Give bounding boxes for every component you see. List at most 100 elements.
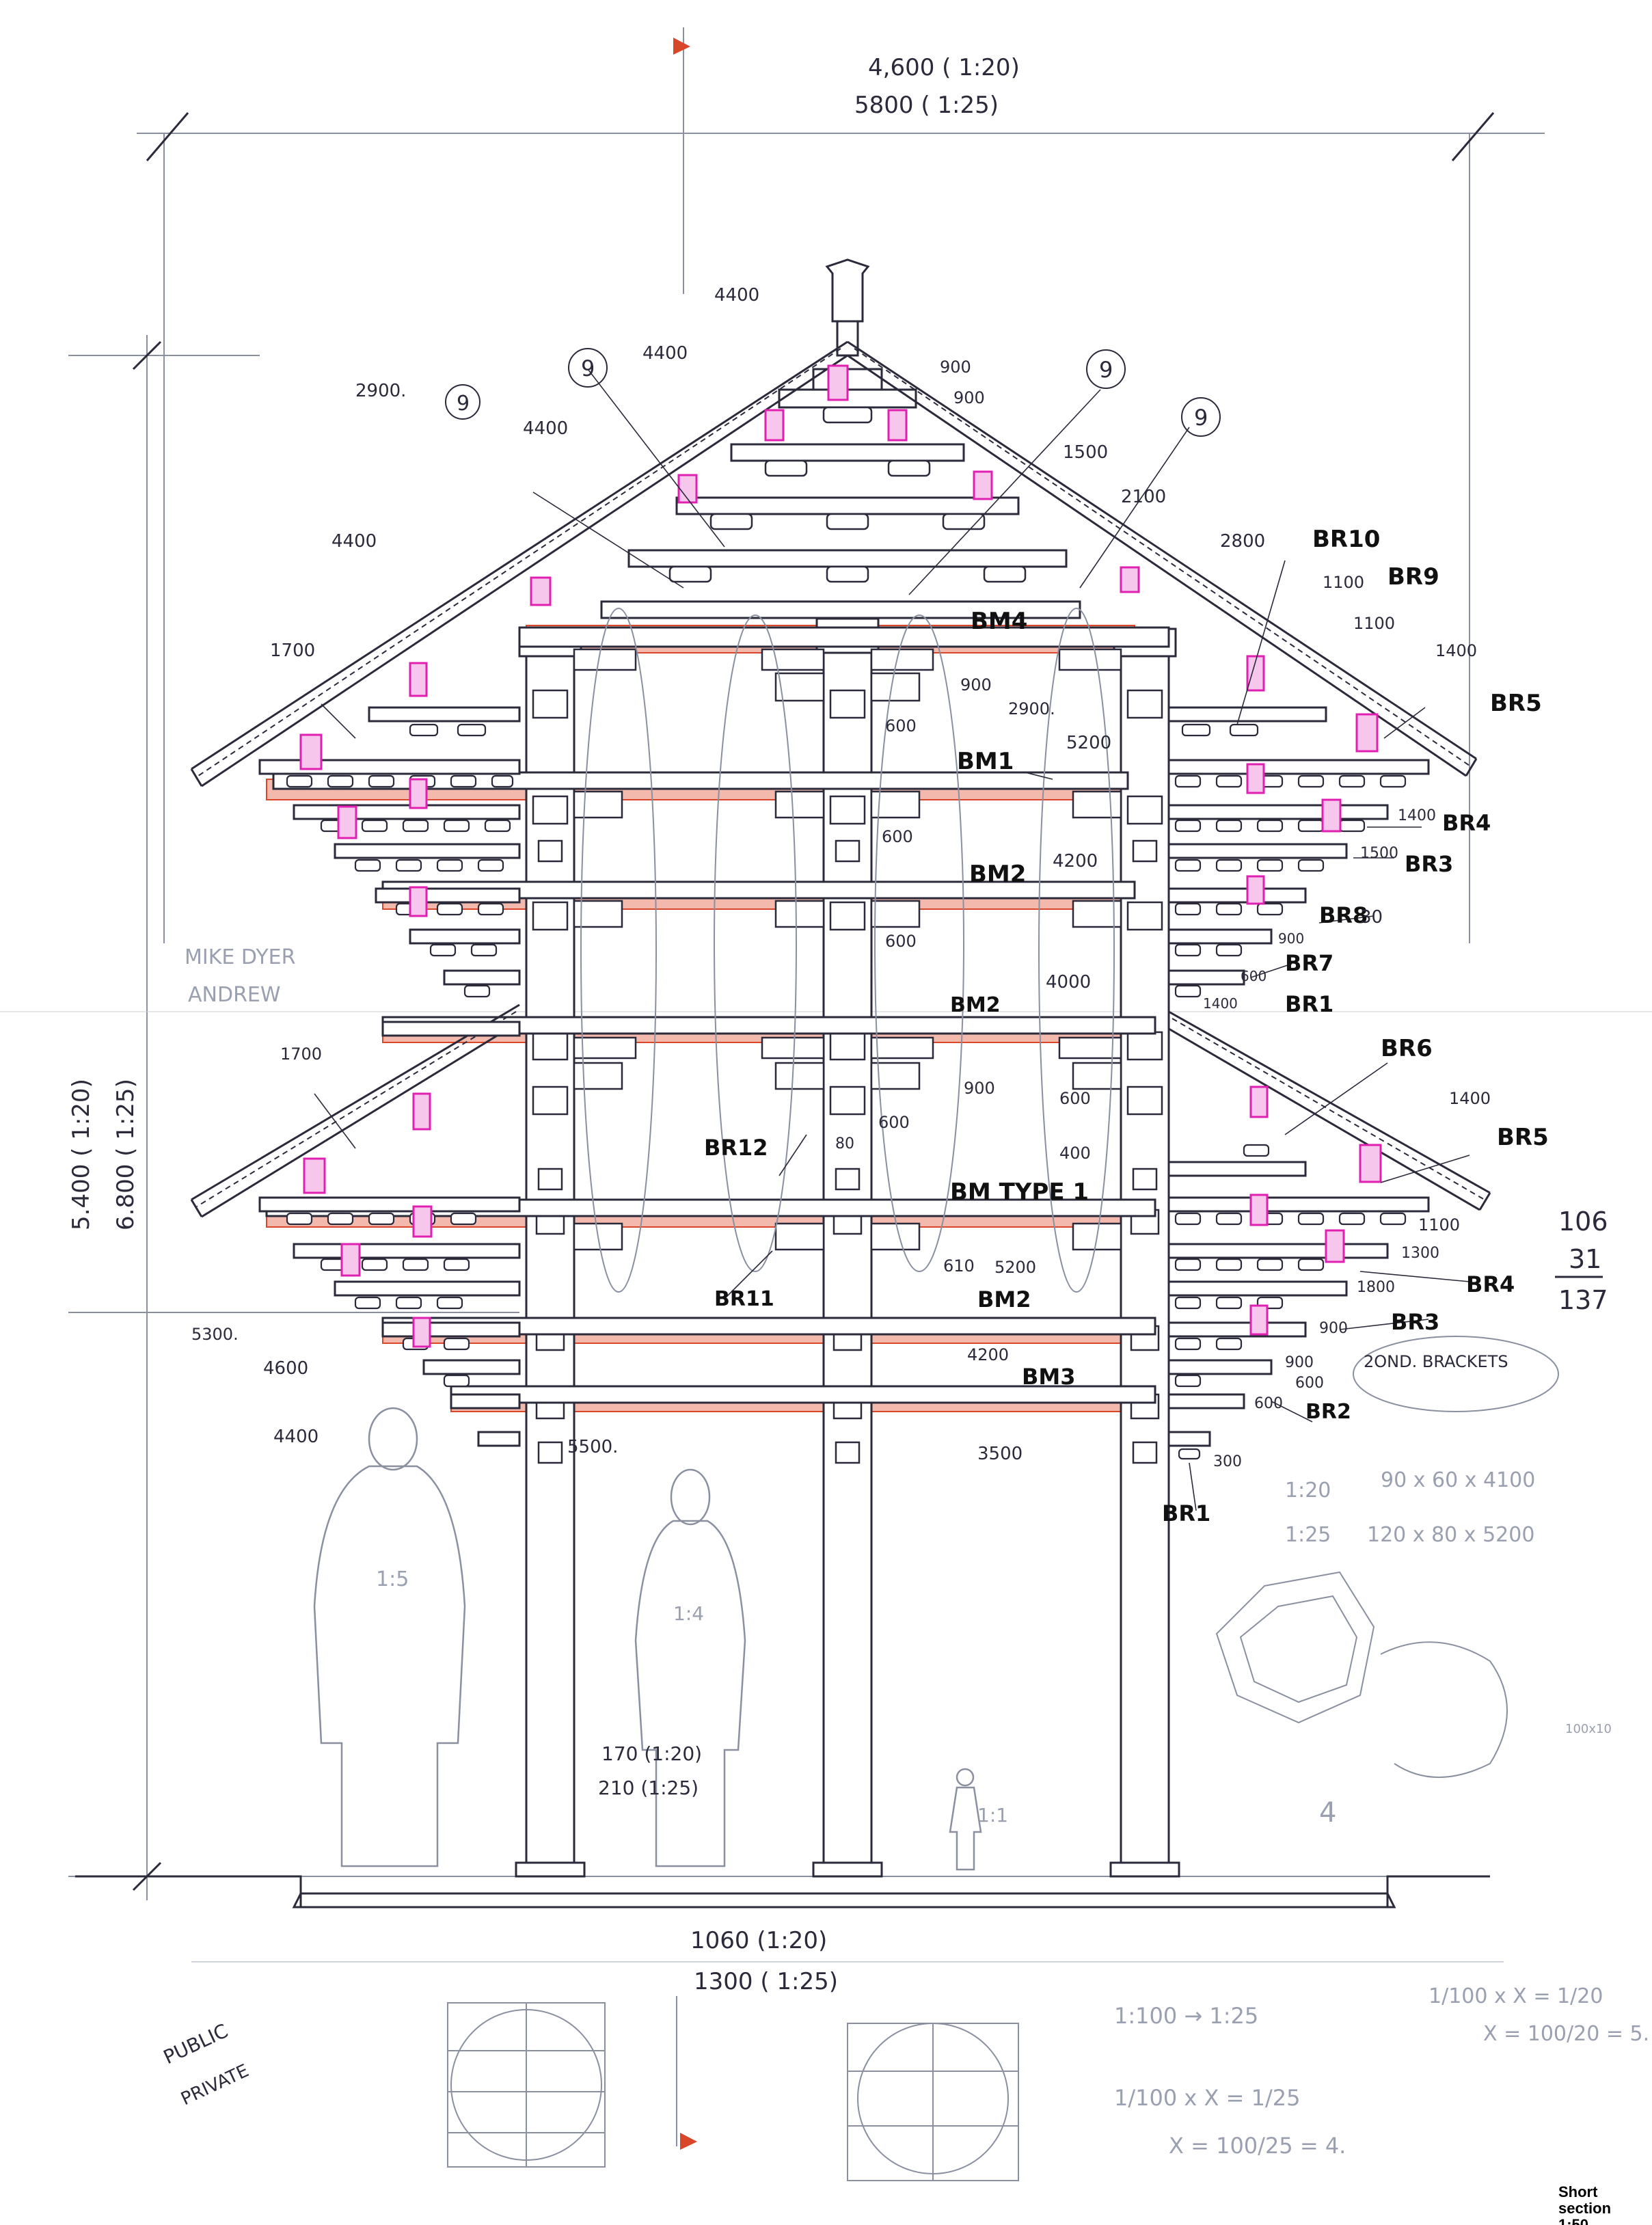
dim-number: 1100 <box>1418 1215 1460 1235</box>
dim-number: 1400 <box>1203 995 1238 1012</box>
dim-number: 900 <box>1285 1354 1314 1371</box>
dim-number: 2800 <box>1220 531 1265 552</box>
dim-number: 3500 <box>977 1444 1023 1464</box>
label-br1-lower: BR1 <box>1162 1500 1210 1526</box>
figure-scale-big: 1:5 <box>376 1567 409 1591</box>
label-bm4: BM4 <box>971 608 1027 635</box>
top-width-dimension-25: 5800 ( 1:25) <box>854 92 999 119</box>
circled-number: 9 <box>581 355 595 381</box>
dim-number: 4400 <box>331 531 377 552</box>
magenta-blocks <box>299 364 1382 1348</box>
circled-number: 9 <box>457 392 470 416</box>
upper-roof <box>190 340 1478 787</box>
label-bm1: BM1 <box>957 748 1014 775</box>
circled-number: 9 <box>1194 405 1208 431</box>
dim-number: 600 <box>885 716 917 736</box>
dim-number: 400 <box>1059 1144 1091 1163</box>
dim-number: 600 <box>1059 1089 1091 1108</box>
label-br9: BR9 <box>1387 563 1439 591</box>
section-size-20: 90 x 60 x 4100 <box>1381 1468 1535 1492</box>
lower-roof-tiles <box>196 1011 1485 1207</box>
label-br12: BR12 <box>704 1135 768 1161</box>
right-upper-brackets <box>1167 706 1430 986</box>
public-note: PUBLIC <box>160 2019 232 2068</box>
dim-number: 900 <box>1319 1320 1348 1337</box>
label-br3-lower: BR3 <box>1391 1309 1439 1335</box>
dim-number: 2900. <box>355 381 406 401</box>
post-dimension-20: 170 (1:20) <box>601 1742 702 1765</box>
truss-brackets <box>668 406 1027 583</box>
dim-number: 1500 <box>1360 845 1398 862</box>
dim-number: 30 <box>1360 907 1383 928</box>
label-bm-type1: BM TYPE 1 <box>950 1178 1089 1206</box>
label-br1-upper: BR1 <box>1285 991 1333 1017</box>
dim-number: 600 <box>1295 1375 1324 1392</box>
dim-number: 300 <box>1213 1453 1242 1470</box>
dim-number: 4600 <box>263 1358 308 1379</box>
dim-number: 600 <box>1254 1395 1283 1412</box>
top-width-dimension-20: 4,600 ( 1:20) <box>868 54 1020 81</box>
dim-number: 1700 <box>270 640 315 661</box>
label-bm2-mid: BM2 <box>950 993 1001 1017</box>
ground-plinth <box>75 1875 1490 1909</box>
label-br5-upper: BR5 <box>1490 690 1542 717</box>
dim-number: 80 <box>835 1135 854 1152</box>
dim-number: 1300 <box>1401 1245 1439 1262</box>
dim-number: 600 <box>878 1113 910 1132</box>
author-name-1: MIKE DYER <box>185 945 295 969</box>
label-br8: BR8 <box>1319 902 1368 928</box>
dim-number: 1400 <box>1398 807 1436 824</box>
dim-number: 900 <box>964 1079 995 1098</box>
label-br4-upper: BR4 <box>1442 810 1491 836</box>
scale-calc-3: X = 100/25 = 4. <box>1169 2133 1346 2159</box>
dim-number: 2900. <box>1008 699 1055 718</box>
dim-number: 5200 <box>1066 733 1111 753</box>
center-flags <box>673 38 697 2150</box>
base-width-dimension-20: 1060 (1:20) <box>690 1927 827 1954</box>
section-size-scale-25: 1:25 <box>1285 1523 1331 1547</box>
left-height-dimension-20: 5.400 ( 1:20) <box>68 1079 95 1230</box>
circled-number: 9 <box>1099 357 1113 383</box>
label-br10: BR10 <box>1312 526 1380 553</box>
private-note: PRIVATE <box>178 2061 252 2110</box>
plan-sketches <box>447 1336 1559 2181</box>
dim-number: 4000 <box>1046 972 1091 993</box>
scale-calc-1: 1:100 → 1:25 <box>1114 2003 1258 2029</box>
dim-number: 600 <box>1241 968 1267 984</box>
dim-number: 900 <box>953 388 985 407</box>
left-lower-caps <box>286 1212 477 1388</box>
label-br3-upper: BR3 <box>1405 851 1453 877</box>
title-block: Short section 1:50 <box>1558 2184 1647 2225</box>
interior-brackets <box>573 648 1122 1251</box>
finial <box>825 258 870 357</box>
dim-number: 600 <box>885 932 917 951</box>
label-br2: BR2 <box>1305 1400 1351 1424</box>
figure-scale-mid: 1:4 <box>673 1602 704 1625</box>
dim-number: 31 <box>1569 1244 1601 1274</box>
dim-number: 5300. <box>191 1325 239 1344</box>
dim-number: 4400 <box>273 1427 319 1447</box>
dim-number: 1400 <box>1449 1089 1491 1108</box>
scale-calc-5: X = 100/20 = 5. <box>1483 2022 1649 2046</box>
leader-lines <box>314 368 1470 1511</box>
dim-number: 4200 <box>1053 851 1098 872</box>
dim-number: 5200 <box>994 1258 1036 1277</box>
dim-number: 610 <box>943 1256 975 1276</box>
dim-number: 5500. <box>567 1437 618 1457</box>
dim-number: 1100 <box>1353 614 1395 633</box>
post-dimension-25: 210 (1:25) <box>598 1777 699 1799</box>
scale-figures <box>313 1407 982 1871</box>
dim-number: 900 <box>960 675 992 695</box>
label-bm2-lower: BM2 <box>977 1286 1031 1312</box>
drawing-title: Short section <box>1558 2183 1612 2217</box>
upper-roof-tiles <box>198 348 1470 777</box>
scale-calc-4: 1/100 x X = 1/20 <box>1428 1984 1603 2008</box>
dim-number: 2100 <box>1121 487 1166 507</box>
post-joints <box>532 689 1163 1464</box>
drawing-scale: 1:50 <box>1558 2216 1589 2225</box>
dim-number: 1500 <box>1063 442 1108 463</box>
left-height-dimension-25: 6.800 ( 1:25) <box>112 1079 139 1230</box>
dim-number: 900 <box>1278 930 1304 947</box>
